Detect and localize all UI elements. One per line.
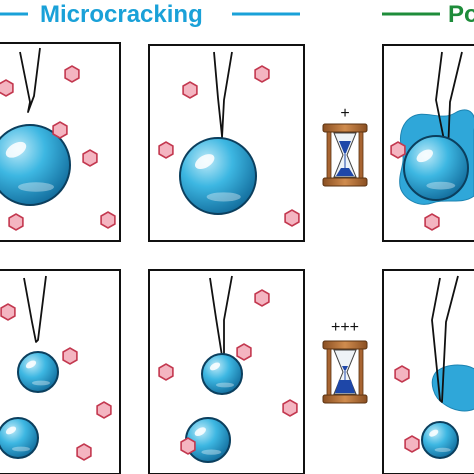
- crack-bottom-left: [23, 275, 47, 343]
- particle: [82, 149, 98, 167]
- particle: [404, 435, 420, 453]
- panel-top-right: [382, 44, 474, 242]
- crack-top-left: [19, 47, 41, 113]
- particle: [158, 363, 174, 381]
- particle: [96, 401, 112, 419]
- droplet: [421, 421, 459, 459]
- header-right: Po: [382, 1, 474, 28]
- panel-bottom-left: [0, 269, 121, 474]
- particle: [424, 213, 440, 231]
- particle: [0, 303, 16, 321]
- header-left: Microcracking: [0, 1, 300, 28]
- header-microcracking-title: Microcracking: [40, 1, 203, 28]
- particle: [390, 141, 406, 159]
- hourglass-bottom: +++: [322, 319, 368, 404]
- crack-top-middle: [213, 51, 233, 139]
- particle: [0, 79, 14, 97]
- particle: [76, 443, 92, 461]
- droplet: [403, 135, 469, 201]
- particle: [180, 437, 196, 455]
- header-right-title: Po: [448, 1, 474, 28]
- particle: [62, 347, 78, 365]
- particle: [158, 141, 174, 159]
- hourglass-icon: [322, 340, 368, 404]
- droplet: [0, 417, 39, 459]
- particle: [394, 365, 410, 383]
- particle: [282, 399, 298, 417]
- droplet: [201, 353, 243, 395]
- particle: [182, 81, 198, 99]
- particle: [52, 121, 68, 139]
- time-marker-bottom: +++: [331, 319, 359, 336]
- particle: [8, 213, 24, 231]
- crack-bottom-right: [431, 275, 459, 403]
- particle: [254, 289, 270, 307]
- hourglass-top: +: [322, 105, 368, 187]
- hourglass-icon: [322, 123, 368, 187]
- droplet: [17, 351, 59, 393]
- droplet: [179, 137, 257, 215]
- droplet: [0, 124, 71, 206]
- particle: [254, 65, 270, 83]
- crack-bottom-middle: [209, 275, 233, 357]
- particle: [100, 211, 116, 229]
- time-marker-top: +: [340, 105, 349, 122]
- panel-bottom-right: [382, 269, 474, 474]
- panel-top-left: [0, 42, 121, 242]
- panel-top-middle: [148, 44, 305, 242]
- particle: [236, 343, 252, 361]
- particle: [64, 65, 80, 83]
- particle: [284, 209, 300, 227]
- panel-bottom-middle: [148, 269, 305, 474]
